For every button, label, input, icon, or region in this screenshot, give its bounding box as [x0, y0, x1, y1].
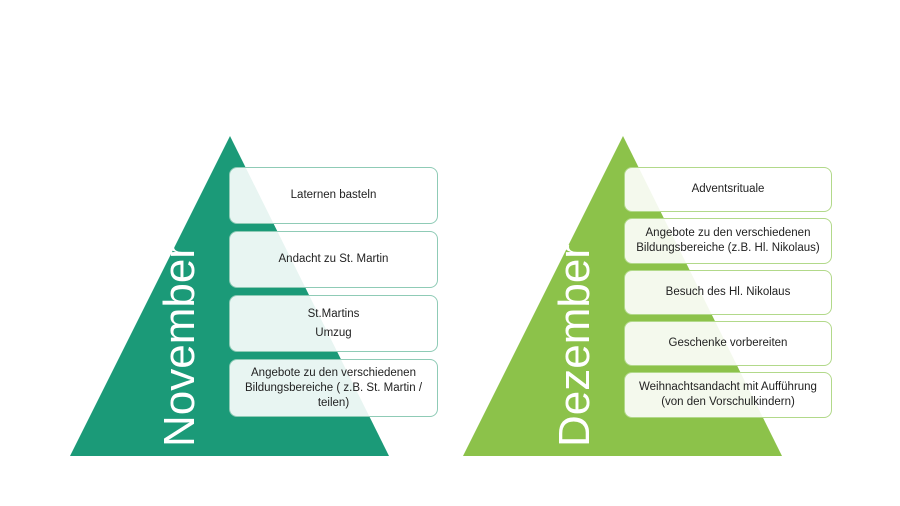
item-text: Bildungsbereiche (z.B. Hl. Nikolaus) [636, 242, 820, 254]
item-text: Weihnachtsandacht mit Aufführung [639, 381, 817, 393]
item-text: Adventsrituale [691, 183, 765, 195]
item-text: Umzug [315, 326, 352, 339]
item-text: (von den Vorschulkindern) [661, 396, 795, 408]
item-text: Besuch des Hl. Nikolaus [665, 286, 791, 298]
item-text: Bildungsbereiche ( z.B. St. Martin / [244, 381, 423, 394]
dezember-item-adventsrituale: Adventsrituale [624, 167, 832, 212]
november-item-andacht: Andacht zu St. Martin [229, 231, 438, 288]
dezember-item-angebote: Angebote zu den verschiedenen Bildungsbe… [624, 218, 832, 264]
item-text: Geschenke vorbereiten [668, 337, 788, 349]
item-text: Angebote zu den verschiedenen [645, 227, 811, 239]
november-item-laternen: Laternen basteln [229, 167, 438, 224]
dezember-item-nikolaus: Besuch des Hl. Nikolaus [624, 270, 832, 315]
item-text: Laternen basteln [290, 189, 377, 201]
dezember-item-weihnachtsandacht: Weihnachtsandacht mit Aufführung (von de… [624, 372, 832, 418]
dezember-item-geschenke: Geschenke vorbereiten [624, 321, 832, 366]
item-text: teilen) [317, 396, 350, 409]
item-text: Angebote zu den verschiedenen [251, 366, 416, 379]
dezember-label: Dezember [550, 244, 599, 447]
november-item-umzug: St.Martins Umzug [229, 295, 438, 352]
item-text: St.Martins [307, 307, 360, 320]
november-item-angebote: Angebote zu den verschiedenen Bildungsbe… [229, 359, 438, 417]
item-text: Andacht zu St. Martin [278, 253, 389, 265]
